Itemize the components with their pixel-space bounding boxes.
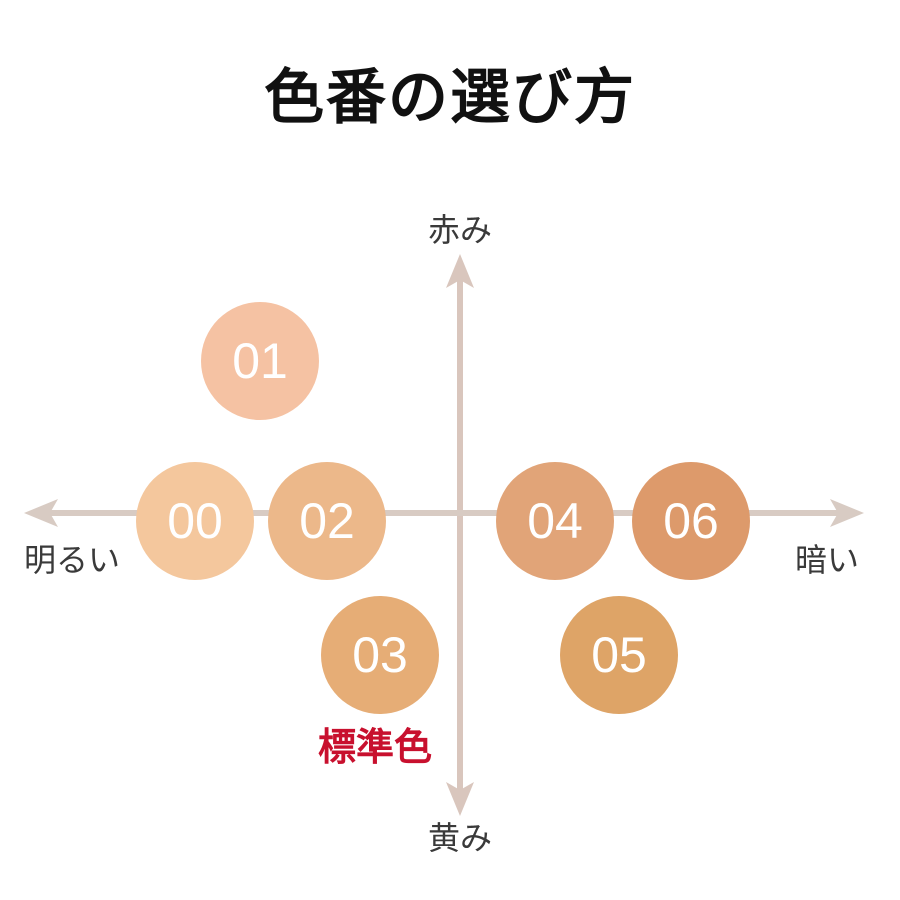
axis-label-redness: 赤み — [428, 211, 493, 249]
arrow-up — [446, 254, 474, 288]
page-title: 色番の選び方 — [264, 63, 636, 133]
swatch-00: 00 — [136, 462, 254, 580]
swatch-01: 01 — [201, 302, 319, 420]
swatch-number: 04 — [527, 493, 583, 549]
swatch-03: 03 — [321, 596, 439, 714]
swatch-number: 01 — [232, 333, 288, 389]
swatch-05: 05 — [560, 596, 678, 714]
swatch-number: 02 — [299, 493, 355, 549]
swatch-number: 06 — [663, 493, 719, 549]
swatch-number: 03 — [352, 627, 408, 683]
arrow-left — [24, 499, 58, 527]
arrow-right — [830, 499, 864, 527]
swatch-06: 06 — [632, 462, 750, 580]
axis-label-brighter: 明るい — [24, 541, 121, 579]
arrow-down — [446, 782, 474, 816]
swatch-04: 04 — [496, 462, 614, 580]
axis-label-yellowness: 黄み — [428, 819, 493, 857]
standard-shade-label: 標準色 — [318, 725, 433, 769]
vertical-axis — [446, 254, 474, 816]
swatch-02: 02 — [268, 462, 386, 580]
swatch-number: 00 — [167, 493, 223, 549]
swatch-number: 05 — [591, 627, 647, 683]
axis-label-darker: 暗い — [795, 541, 860, 579]
